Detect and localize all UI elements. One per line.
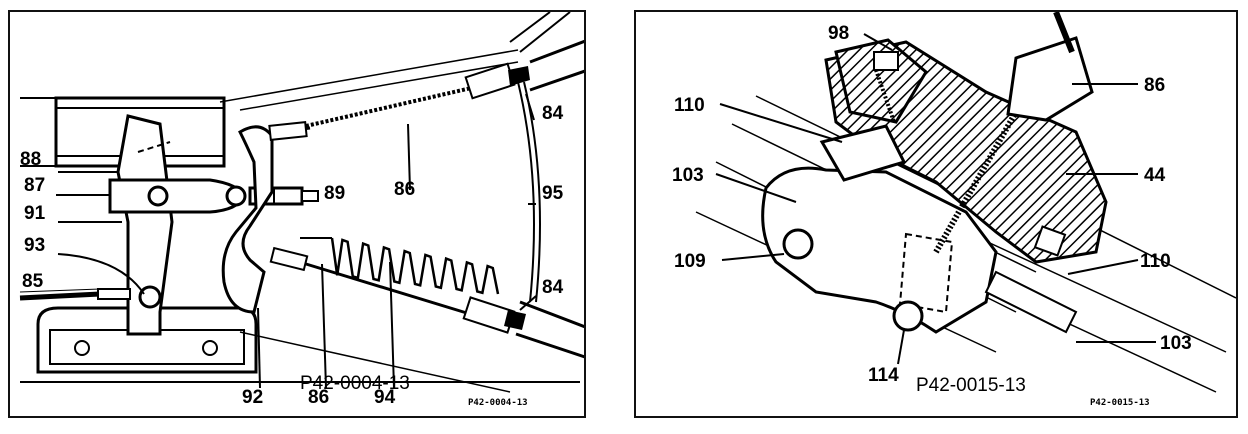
label-91: 91 bbox=[24, 203, 46, 224]
label-94: 94 bbox=[374, 387, 396, 408]
label-110-right: 110 bbox=[1140, 251, 1171, 272]
label-88: 88 bbox=[20, 149, 42, 170]
label-86-upper: 86 bbox=[394, 179, 416, 200]
label-86-lower: 86 bbox=[308, 387, 330, 408]
label-109: 109 bbox=[674, 251, 706, 272]
right-drawing bbox=[695, 12, 1236, 393]
small-figure-code: P42-0015-13 bbox=[1090, 398, 1150, 408]
label-86: 86 bbox=[1144, 75, 1166, 96]
label-95: 95 bbox=[542, 183, 564, 204]
label-98: 98 bbox=[828, 23, 850, 44]
figure-code: P42-0015-13 bbox=[916, 375, 1026, 396]
small-figure-code: P42-0004-13 bbox=[468, 398, 528, 408]
label-110-left: 110 bbox=[674, 95, 705, 116]
label-87: 87 bbox=[24, 175, 46, 196]
label-92: 92 bbox=[242, 387, 264, 408]
label-85: 85 bbox=[22, 271, 44, 292]
right-diagram-panel: 98 110 103 109 114 86 44 110 103 P42-001… bbox=[634, 10, 1238, 418]
left-diagram-panel: 88 87 91 93 85 92 86 94 89 86 95 84 84 P… bbox=[8, 10, 586, 418]
label-103-right: 103 bbox=[1160, 333, 1192, 354]
label-93: 93 bbox=[24, 235, 46, 256]
figure-code: P42-0004-13 bbox=[300, 373, 410, 394]
label-89: 89 bbox=[324, 183, 346, 204]
label-84-lower: 84 bbox=[542, 277, 564, 298]
label-84-upper: 84 bbox=[542, 103, 564, 124]
label-114: 114 bbox=[868, 365, 899, 386]
label-44: 44 bbox=[1144, 165, 1166, 186]
left-drawing bbox=[19, 12, 584, 393]
label-103-left: 103 bbox=[672, 165, 704, 186]
